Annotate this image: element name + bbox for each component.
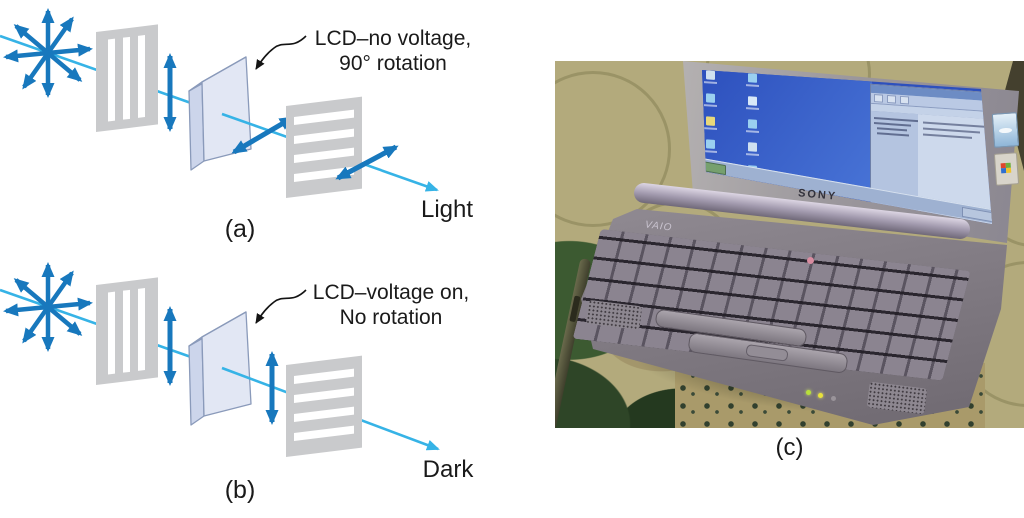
- horizontal-polarizer-b: [286, 355, 362, 457]
- file-item: [923, 127, 980, 134]
- lcd-panel-a: [188, 56, 252, 171]
- lcd-panel-b: [188, 311, 252, 426]
- toolbar-button: [887, 94, 896, 104]
- light-ray-a-incoming: [0, 34, 192, 105]
- file-item: [923, 133, 972, 139]
- desktop-icon: [706, 116, 715, 126]
- tree-item: [877, 132, 910, 137]
- tree-item: [874, 122, 911, 127]
- panel-b-diagram: LCD–voltage on, No rotation Dark (b): [0, 262, 475, 504]
- windows-logo-sticker: [993, 152, 1020, 186]
- panel-a-diagram: LCD–no voltage, 90° rotation Light (a): [0, 7, 473, 243]
- annotation-pointer-a: [255, 35, 307, 70]
- desktop-icon: [748, 96, 757, 106]
- vertical-polarizer-b: [96, 277, 158, 385]
- bezel-sticker-cloud: [991, 112, 1020, 148]
- annotation-pointer-b: [255, 289, 307, 324]
- toolbar-button: [874, 94, 883, 103]
- vertical-polarizer-a: [96, 24, 158, 132]
- panel-b-label: (b): [225, 476, 256, 504]
- light-ray-b-incoming: [0, 288, 192, 359]
- desktop-icon: [706, 93, 715, 103]
- laptop-photo: SONY VAIO: [555, 61, 1024, 428]
- tree-item: [874, 117, 918, 123]
- rotated-polarization-arrow-a1: [231, 115, 295, 155]
- rotated-polarization-arrow-a2: [335, 144, 399, 181]
- trackpoint-nub: [807, 257, 814, 264]
- tree-item: [877, 127, 907, 132]
- desktop-icon: [748, 119, 757, 129]
- output-label-a: Light: [421, 196, 473, 223]
- status-led-green: [806, 390, 811, 395]
- windows-flag-icon: [1000, 162, 1012, 174]
- annotation-b-line2: No rotation: [340, 306, 443, 329]
- desktop-icon: [748, 142, 757, 152]
- panel-c-label: (c): [775, 434, 804, 461]
- panel-a-label: (a): [225, 215, 256, 243]
- annotation-b-line1: LCD–voltage on,: [313, 281, 469, 304]
- annotation-a-line1: LCD–no voltage,: [315, 27, 471, 50]
- status-led-yellow: [818, 393, 823, 398]
- unpolarized-light-starburst-a: [3, 7, 93, 98]
- annotation-a-line2: 90° rotation: [339, 52, 447, 75]
- unpolarized-light-starburst-b: [3, 262, 93, 352]
- desktop-icon: [748, 73, 757, 83]
- toolbar-button: [900, 95, 909, 105]
- desktop-icon: [706, 70, 715, 80]
- horizontal-polarizer-a: [286, 96, 362, 198]
- status-led-off: [831, 396, 836, 401]
- output-label-b: Dark: [423, 456, 475, 483]
- desktop-icon: [706, 139, 715, 149]
